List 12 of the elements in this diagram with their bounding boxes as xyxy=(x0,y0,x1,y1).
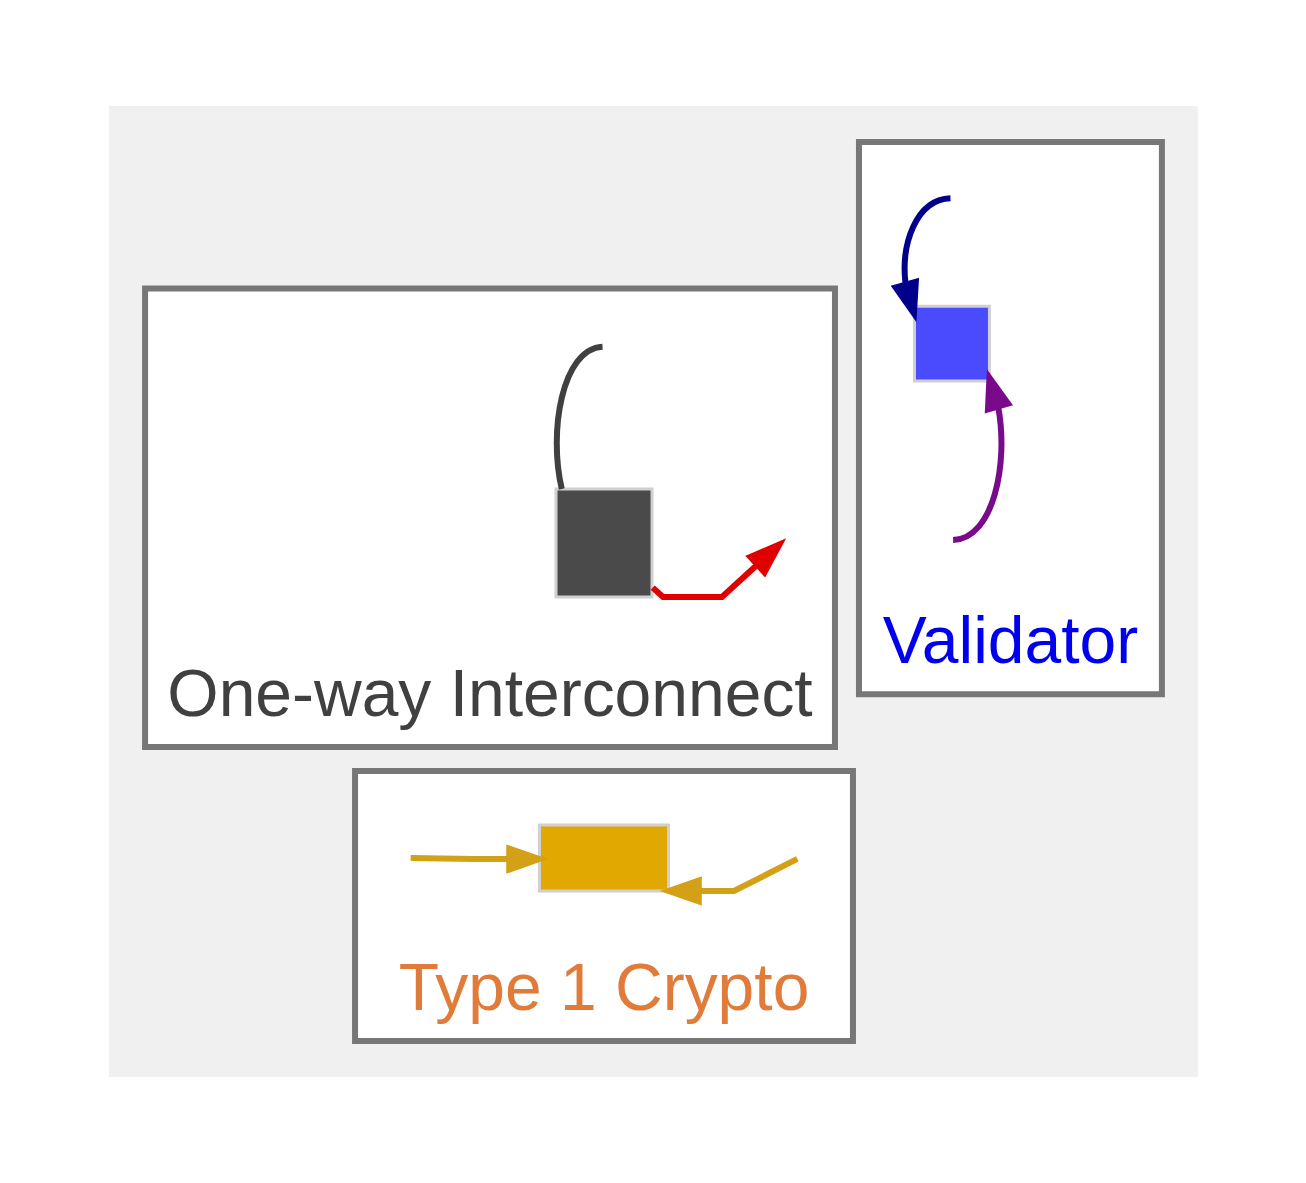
node-box xyxy=(912,304,991,383)
cluster: Type 1 Crypto xyxy=(351,768,856,1044)
arrow xyxy=(659,856,799,906)
arrow xyxy=(410,844,548,874)
arrow xyxy=(890,195,951,323)
node-box xyxy=(537,823,670,893)
cluster: Validator xyxy=(855,139,1165,698)
arrow xyxy=(650,538,786,601)
cluster: One-way Interconnect xyxy=(141,285,838,751)
node-box xyxy=(554,487,653,599)
arrow xyxy=(952,369,1013,543)
connector xyxy=(553,343,603,490)
